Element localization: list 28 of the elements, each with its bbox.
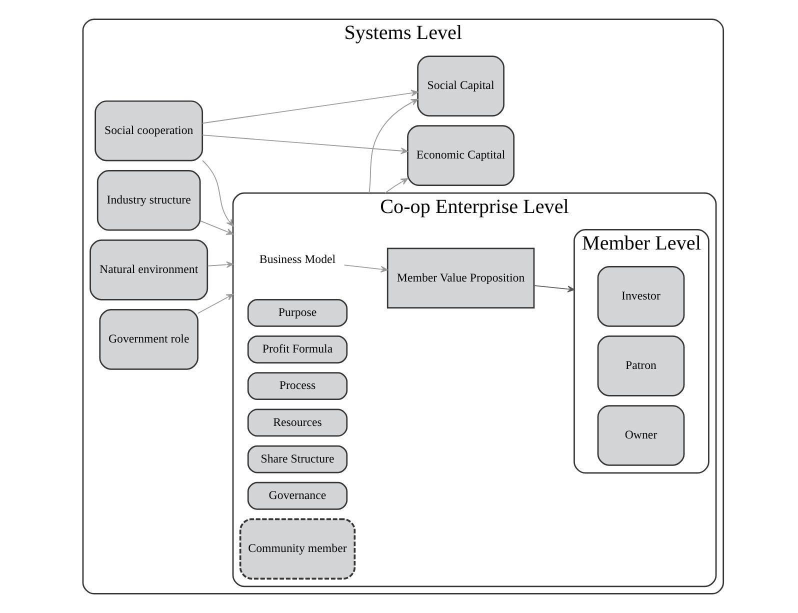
node-box: Natural environment [89, 240, 208, 300]
node-box: Governance [246, 482, 348, 510]
arrow [206, 261, 233, 268]
node-box: Owner [596, 405, 684, 466]
node-text: Business Model [258, 252, 336, 266]
node-box: Patron [596, 336, 684, 396]
node-box: Government role [98, 309, 198, 370]
arrow [201, 90, 418, 124]
node-box: Industry structure [96, 170, 200, 231]
arrow [343, 264, 388, 273]
node-box: Profit Formula [246, 336, 348, 364]
node-box: Purpose [246, 298, 348, 327]
node-box: Investor [596, 266, 684, 327]
arrow [201, 134, 408, 154]
arrow [199, 220, 233, 235]
node-box: Share Structure [246, 445, 348, 474]
arrow [384, 178, 408, 194]
node-box: Process [246, 372, 348, 400]
node-box: Member Value Proposition [386, 248, 534, 309]
node-box: Resources [246, 408, 348, 437]
arrow [368, 98, 418, 194]
node-box: Economic Captital [406, 125, 514, 186]
arrow [202, 160, 233, 226]
node-box: Community member [238, 518, 356, 580]
arrow [533, 285, 574, 292]
node-box: Social Capital [416, 56, 504, 116]
arrow [196, 294, 233, 314]
node-box: Social cooperation [94, 100, 203, 162]
